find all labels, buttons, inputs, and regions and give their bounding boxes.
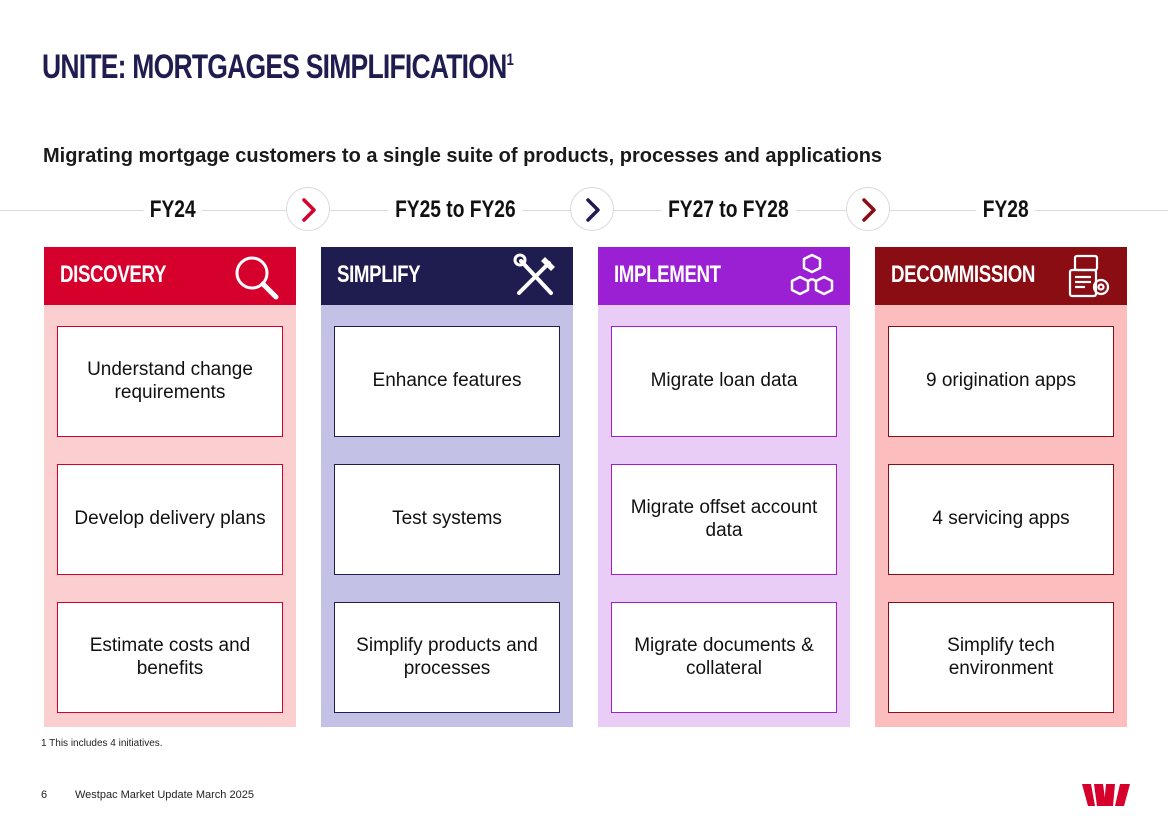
cubes-icon xyxy=(786,251,838,303)
page-subtitle: Migrating mortgage customers to a single… xyxy=(43,145,883,167)
column-header-label: DECOMMISSION xyxy=(891,261,1036,288)
column-header-label: IMPLEMENT xyxy=(614,261,721,288)
card-implement-3: Migrate documents & collateral xyxy=(611,602,837,713)
page-title: UNITE: MORTGAGES SIMPLIFICATION1 xyxy=(42,48,514,87)
westpac-logo-icon xyxy=(1082,784,1130,806)
column-header-discovery: DISCOVERY xyxy=(44,247,296,305)
phase-label-fy25-fy26: FY25 to FY26 xyxy=(388,195,523,225)
card-decommission-1: 9 origination apps xyxy=(888,326,1114,437)
chevron-right-icon xyxy=(846,187,890,231)
page-number: 6 xyxy=(41,789,48,801)
phase-label-fy24: FY24 xyxy=(143,195,203,225)
column-implement: IMPLEMENT Migrate loan data Migrate offs… xyxy=(598,247,850,727)
column-discovery: DISCOVERY Understand change requirements… xyxy=(44,247,296,727)
column-decommission: DECOMMISSION 9 origination apps 4 servic… xyxy=(875,247,1127,727)
chevron-right-icon xyxy=(570,187,614,231)
column-header-label: DISCOVERY xyxy=(60,261,167,288)
card-implement-1: Migrate loan data xyxy=(611,326,837,437)
card-discovery-1: Understand change requirements xyxy=(57,326,283,437)
card-simplify-3: Simplify products and processes xyxy=(334,602,560,713)
chevron-right-icon xyxy=(286,187,330,231)
card-discovery-3: Estimate costs and benefits xyxy=(57,602,283,713)
card-discovery-2: Develop delivery plans xyxy=(57,464,283,575)
server-settings-icon xyxy=(1063,251,1115,303)
card-decommission-3: Simplify tech environment xyxy=(888,602,1114,713)
phase-label-fy27-fy28: FY27 to FY28 xyxy=(661,195,796,225)
card-decommission-2: 4 servicing apps xyxy=(888,464,1114,575)
tools-icon xyxy=(509,251,561,303)
title-footnote-marker: 1 xyxy=(506,50,514,69)
column-simplify: SIMPLIFY Enhance features Test systems S… xyxy=(321,247,573,727)
card-implement-2: Migrate offset account data xyxy=(611,464,837,575)
page-title-text: UNITE: MORTGAGES SIMPLIFICATION xyxy=(42,48,507,86)
footer-text: Westpac Market Update March 2025 xyxy=(75,789,254,801)
column-header-implement: IMPLEMENT xyxy=(598,247,850,305)
column-header-label: SIMPLIFY xyxy=(337,261,421,288)
phase-label-fy28: FY28 xyxy=(976,195,1036,225)
column-header-decommission: DECOMMISSION xyxy=(875,247,1127,305)
magnifier-icon xyxy=(232,251,284,303)
card-simplify-1: Enhance features xyxy=(334,326,560,437)
card-simplify-2: Test systems xyxy=(334,464,560,575)
footnote: 1 This includes 4 initiatives. xyxy=(41,738,163,749)
column-header-simplify: SIMPLIFY xyxy=(321,247,573,305)
